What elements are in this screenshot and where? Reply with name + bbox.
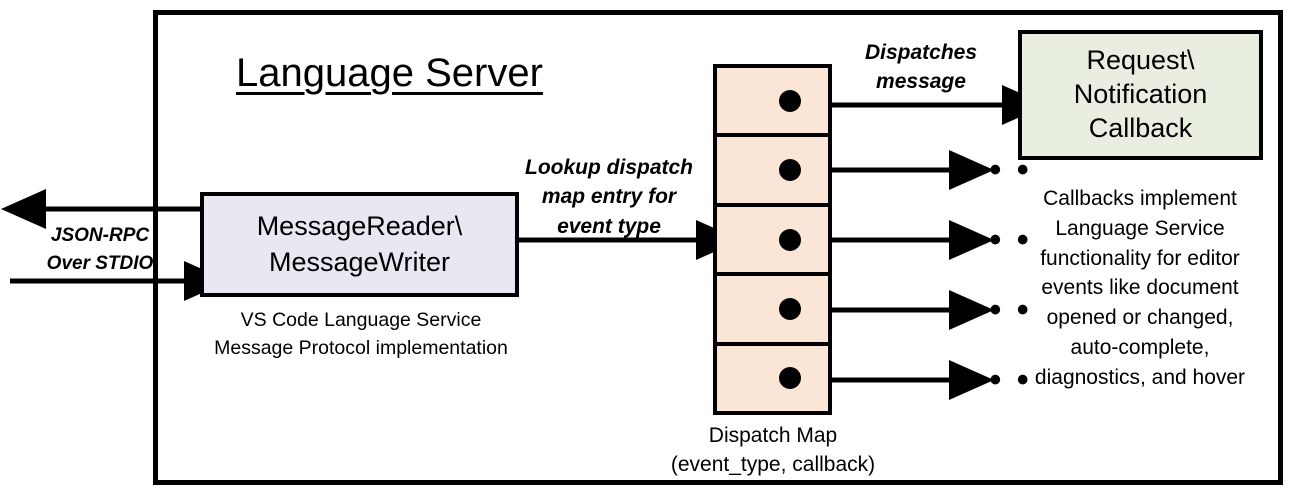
ellipsis-2: • • • bbox=[962, 221, 1032, 259]
callback-caption-line6: auto-complete, bbox=[1070, 336, 1210, 360]
lookup-label-line2: map entry for bbox=[541, 185, 677, 209]
lookup-label-line1: Lookup dispatch bbox=[525, 156, 693, 179]
dispatch-map-table[interactable] bbox=[713, 64, 832, 415]
callback-caption-line2: Language Service bbox=[1055, 216, 1225, 240]
callback-caption-line3: functionality for editor bbox=[1040, 246, 1240, 270]
message-reader-writer-node[interactable]: MessageReader\ MessageWriter bbox=[200, 192, 519, 297]
message-writer-label: MessageWriter bbox=[268, 246, 451, 277]
json-rpc-label-line2: Over STDIO bbox=[46, 252, 154, 274]
ellipsis-3: • • • bbox=[962, 291, 1032, 329]
message-box-caption-line1: VS Code Language Service bbox=[240, 309, 482, 331]
dispatches-message-edge-label: Dispatches message bbox=[832, 38, 1010, 97]
dispatch-map-row[interactable] bbox=[717, 137, 828, 207]
dispatch-entry-dot-icon bbox=[779, 89, 801, 112]
callback-caption-line7: diagnostics, and hover bbox=[1034, 365, 1246, 389]
dispatch-entry-dot-icon bbox=[779, 367, 801, 390]
dispatch-entry-dot-icon bbox=[779, 228, 801, 251]
request-notification-callback-node[interactable]: Request\ Notification Callback bbox=[1018, 30, 1263, 160]
message-reader-label: MessageReader\ bbox=[256, 211, 463, 242]
dispatch-map-caption: Dispatch Map (event_type, callback) bbox=[638, 421, 908, 480]
message-box-caption-line2: Message Protocol implementation bbox=[214, 337, 508, 360]
dispatches-label-line2: message bbox=[876, 70, 966, 94]
callback-line3: Callback bbox=[1088, 112, 1193, 143]
callback-caption-line4: events like document bbox=[1041, 276, 1239, 300]
page-title: Language Server bbox=[236, 51, 543, 95]
callback-line2: Notification bbox=[1073, 79, 1208, 110]
json-rpc-transport-label: JSON-RPC Over STDIO bbox=[30, 222, 170, 277]
message-box-caption: VS Code Language Service Message Protoco… bbox=[196, 306, 526, 363]
dispatch-map-row[interactable] bbox=[717, 68, 828, 138]
lookup-label-line3: event type bbox=[557, 214, 661, 238]
ellipsis-4: • • • bbox=[962, 361, 1032, 399]
dispatch-map-caption-line1: Dispatch Map bbox=[708, 424, 838, 447]
dispatch-map-caption-line2: (event_type, callback) bbox=[670, 453, 876, 477]
dispatch-map-row[interactable] bbox=[717, 276, 828, 346]
lookup-dispatch-edge-label: Lookup dispatch map entry for event type bbox=[514, 153, 704, 241]
dispatch-map-row[interactable] bbox=[717, 207, 828, 277]
dispatch-entry-dot-icon bbox=[779, 159, 801, 182]
dispatch-map-row[interactable] bbox=[717, 346, 828, 411]
callback-caption-line1: Callbacks implement bbox=[1043, 187, 1237, 210]
callback-caption: Callbacks implement Language Service fun… bbox=[1008, 184, 1272, 393]
ellipsis-1: • • • bbox=[962, 151, 1032, 189]
callback-line1: Request\ bbox=[1086, 45, 1195, 76]
dispatch-entry-dot-icon bbox=[779, 297, 801, 320]
language-server-boundary bbox=[153, 10, 1283, 485]
json-rpc-label-line1: JSON-RPC bbox=[50, 225, 150, 246]
callback-caption-line5: opened or changed, bbox=[1046, 306, 1234, 330]
dispatches-label-line1: Dispatches bbox=[864, 41, 978, 64]
